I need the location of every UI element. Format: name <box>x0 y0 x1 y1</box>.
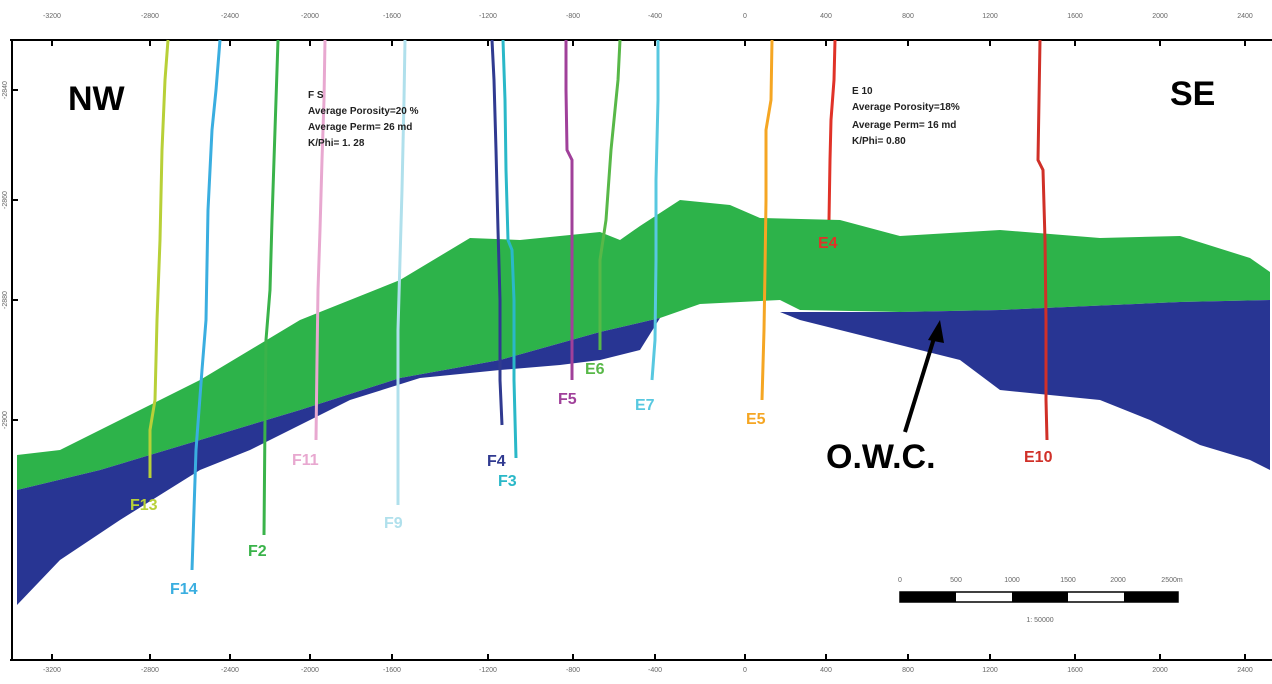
well-trajectory <box>262 39 280 536</box>
axis-tick-label: 400 <box>820 13 832 20</box>
axis-tick-label: -2900 <box>2 411 9 429</box>
note-left-line: F S <box>308 90 324 101</box>
water-zone-east <box>780 300 1270 470</box>
well-label: F5 <box>558 391 577 408</box>
axis-tick-label: 0 <box>743 13 747 20</box>
note-right: E 10 Average Porosity=18% Average Perm= … <box>852 86 963 147</box>
owc-arrow-shaft <box>903 334 937 433</box>
y-axis: -2840 -2860 -2880 -2900 <box>2 81 18 429</box>
axis-tick-label: 400 <box>820 667 832 674</box>
note-left-line: Average Porosity=20 % <box>308 106 419 117</box>
axis-tick-label: -2800 <box>141 667 159 674</box>
scale-bar-tick-label: 0 <box>898 577 902 584</box>
well-label: F9 <box>384 515 403 532</box>
owc-arrow-head <box>928 320 944 343</box>
scale-bar-segment <box>900 592 956 602</box>
note-left: F S Average Porosity=20 % Average Perm= … <box>308 90 421 149</box>
axis-tick-label: -2400 <box>221 667 239 674</box>
well-label: F4 <box>487 453 506 470</box>
x-axis-bottom: -3200 -2800 -2400 -2000 -1600 -1200 -800 -400 0 4… <box>43 654 1253 674</box>
axis-tick-label: 2400 <box>1237 667 1253 674</box>
axis-tick-label: -800 <box>566 13 580 20</box>
scale-bar-tick-label: 1500 <box>1060 577 1076 584</box>
axis-tick-label: -2860 <box>2 191 9 209</box>
well-label: F3 <box>498 473 517 490</box>
well-trajectory <box>1036 39 1049 441</box>
axis-tick-label: -3200 <box>43 667 61 674</box>
scale-bar-segment <box>1124 592 1178 602</box>
well-label: F2 <box>248 543 267 560</box>
scale-bar-ratio: 1: 50000 <box>1026 617 1053 624</box>
well-label: E10 <box>1024 449 1053 466</box>
note-left-line: K/Phi= 1. 28 <box>308 138 365 149</box>
well-trajectory <box>314 39 327 441</box>
axis-tick-label: 2000 <box>1152 13 1168 20</box>
well-trajectory <box>598 39 622 350</box>
axis-tick-label: -400 <box>648 667 662 674</box>
scale-bar-tick-label: 2500m <box>1161 577 1183 584</box>
well-label: E6 <box>585 361 605 378</box>
water-zone <box>17 318 660 605</box>
axis-tick-label: 800 <box>902 13 914 20</box>
axis-tick-label: -2000 <box>301 13 319 20</box>
scale-bar: 0 500 1000 1500 2000 2500m 1: 50000 <box>898 577 1183 624</box>
note-right-line: E 10 <box>852 86 873 97</box>
region-label-nw: NW <box>68 80 126 118</box>
well-trajectory <box>827 39 837 221</box>
axis-tick-label: -2400 <box>221 13 239 20</box>
well-trajectory <box>190 39 222 571</box>
axis-tick-label: 1600 <box>1067 13 1083 20</box>
well-trajectory <box>650 40 660 381</box>
owc-label: O.W.C. <box>826 438 936 476</box>
axis-tick-label: 2000 <box>1152 667 1168 674</box>
well-trajectory <box>148 39 170 478</box>
axis-tick-label: -1600 <box>383 13 401 20</box>
axis-tick-label: 2400 <box>1237 13 1253 20</box>
note-left-line: Average Perm= 26 md <box>308 122 412 133</box>
axis-tick-label: -3200 <box>43 13 61 20</box>
axis-tick-label: -400 <box>648 13 662 20</box>
scale-bar-segment <box>1012 592 1068 602</box>
well-trajectory <box>760 39 774 401</box>
note-right-line: K/Phi= 0.80 <box>852 136 906 147</box>
note-right-line: Average Porosity=18% <box>852 102 960 113</box>
region-label-se: SE <box>1170 75 1215 113</box>
scale-bar-tick-label: 2000 <box>1110 577 1126 584</box>
scale-bar-tick-label: 500 <box>950 577 962 584</box>
axis-tick-label: 800 <box>902 667 914 674</box>
well-label: F14 <box>170 581 198 598</box>
axis-tick-label: 0 <box>743 667 747 674</box>
axis-tick-label: -800 <box>566 667 580 674</box>
well-label: E5 <box>746 411 766 428</box>
well-trajectory <box>564 40 574 380</box>
axis-tick-label: -2000 <box>301 667 319 674</box>
axis-tick-label: 1600 <box>1067 667 1083 674</box>
axis-tick-label: -2800 <box>141 13 159 20</box>
note-right-line: Average Perm= 16 md <box>852 120 956 131</box>
well-trajectory <box>490 39 504 426</box>
axis-tick-label: -1600 <box>383 667 401 674</box>
axis-tick-label: -2840 <box>2 81 9 99</box>
well-label: F11 <box>292 452 319 469</box>
well-trajectory <box>396 39 407 505</box>
axis-tick-label: 1200 <box>982 667 998 674</box>
well-trajectory <box>501 39 518 459</box>
axis-tick-label: 1200 <box>982 13 998 20</box>
well-label: E4 <box>818 235 838 252</box>
scale-bar-tick-label: 1000 <box>1004 577 1020 584</box>
x-axis-top: -3200 -2800 -2400 -2000 -1600 -1200 -800 -400 0 4… <box>43 13 1253 46</box>
axis-tick-label: -1200 <box>479 13 497 20</box>
well-label: F13 <box>130 497 158 514</box>
axis-tick-label: -1200 <box>479 667 497 674</box>
axis-tick-label: -2880 <box>2 291 9 309</box>
well-label: E7 <box>635 397 655 414</box>
oil-zone <box>17 200 1270 490</box>
